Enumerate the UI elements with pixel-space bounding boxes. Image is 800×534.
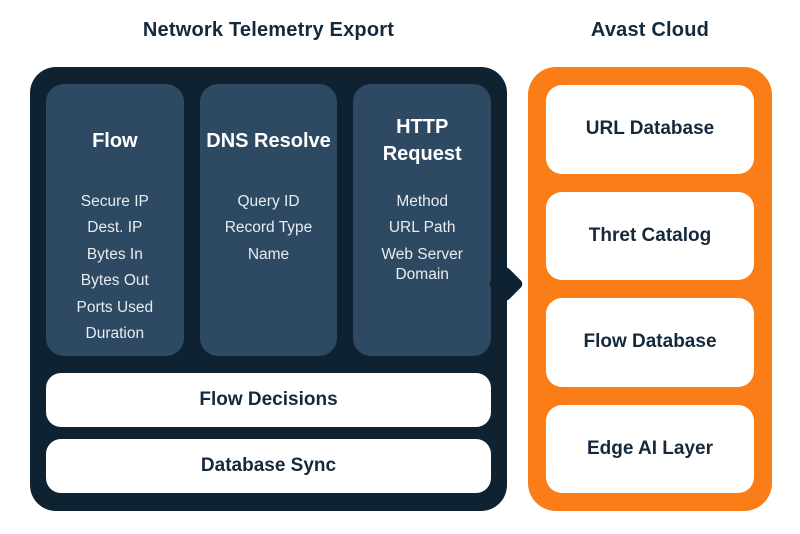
http-request-column: HTTP Request Method URL Path Web Server … <box>353 84 492 356</box>
flow-decisions-label: Flow Decisions <box>199 389 338 410</box>
cloud-box-thret-catalog: Thret Catalog <box>546 191 754 280</box>
column-item: Bytes Out <box>80 272 149 290</box>
http-request-column-title: HTTP Request <box>382 116 462 165</box>
cloud-panel: URL Database Thret Catalog Flow Database… <box>528 67 772 511</box>
cloud-box-url-database: URL Database <box>546 85 754 174</box>
column-item: Method <box>396 193 449 210</box>
column-item: Duration <box>85 325 145 343</box>
dns-resolve-column-title: DNS Resolve <box>206 129 331 152</box>
thret-catalog-label: Thret Catalog <box>588 224 712 246</box>
column-item: Web Server Domain <box>381 245 463 284</box>
column-item: Bytes In <box>86 245 143 263</box>
flow-column: Flow Secure IP Dest. IP Bytes In Bytes O… <box>46 84 184 356</box>
edge-ai-layer-label: Edge AI Layer <box>586 437 713 459</box>
connector-arrow-icon <box>487 265 525 303</box>
database-sync-bar: Database Sync <box>46 439 491 493</box>
flow-decisions-bar: Flow Decisions <box>46 373 491 427</box>
cloud-title: Avast Cloud <box>590 19 710 41</box>
column-item: URL Path <box>388 219 456 237</box>
column-item: Record Type <box>224 219 313 237</box>
database-sync-label: Database Sync <box>200 455 337 476</box>
column-item: Query ID <box>237 193 300 210</box>
column-item: Ports Used <box>76 298 154 316</box>
telemetry-export-panel: Flow Secure IP Dest. IP Bytes In Bytes O… <box>30 67 525 511</box>
cloud-box-edge-ai-layer: Edge AI Layer <box>546 404 754 493</box>
telemetry-export-title: Network Telemetry Export <box>142 19 395 41</box>
dns-resolve-column: DNS Resolve Query ID Record Type Name <box>199 84 338 356</box>
column-item: Name <box>247 245 290 263</box>
column-item: Dest. IP <box>87 219 143 237</box>
telemetry-columns: Flow Secure IP Dest. IP Bytes In Bytes O… <box>46 84 492 356</box>
flow-database-label: Flow Database <box>583 331 717 353</box>
flow-column-title: Flow <box>92 129 138 152</box>
column-item: Secure IP <box>80 193 149 210</box>
url-database-label: URL Database <box>585 118 715 140</box>
cloud-box-flow-database: Flow Database <box>546 298 754 387</box>
